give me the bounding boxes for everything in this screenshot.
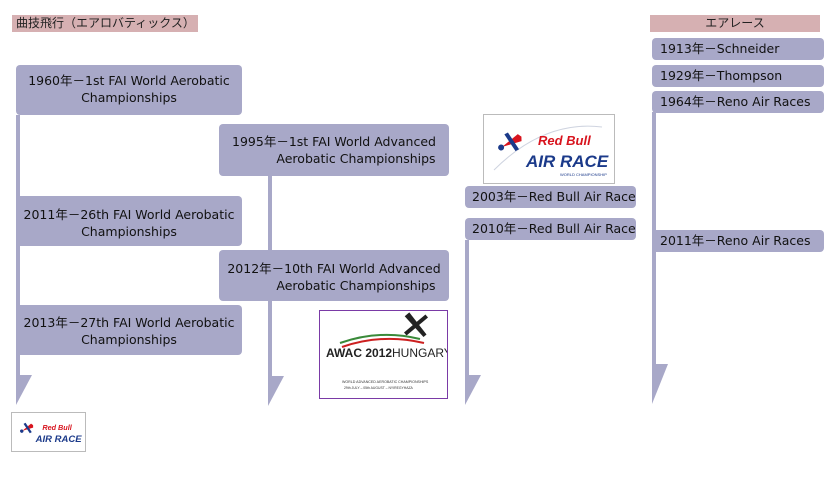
- airrace-event-1964: 1964年－Reno Air Races: [652, 91, 824, 113]
- timeline-arrow-redbull: [465, 375, 481, 405]
- airrace-event-1929: 1929年－Thompson Trophy: [652, 65, 824, 105]
- awac-2012-logo: AWAC 2012 HUNGARY WORLD ADVANCED AEROBAT…: [319, 310, 448, 399]
- awac-title-b: HUNGARY: [392, 346, 447, 360]
- timeline-stem-redbull: [465, 240, 469, 375]
- redbull-air-race-logo-small: Red Bull AIR RACE: [11, 412, 86, 452]
- event-line-2: Championships: [81, 90, 177, 105]
- aerobatics-event-1995: 1995年－1st FAI World Advanced Aerobatic C…: [219, 124, 449, 176]
- redbull-event-2003: 2003年－Red Bull Air Race: [465, 186, 636, 208]
- plane-icon: [403, 312, 429, 338]
- event-line-1: 1960年－1st FAI World Aerobatic: [28, 73, 230, 88]
- timeline-arrow-aerobatics: [16, 375, 32, 405]
- airrace-event-1913: 1913年－Schneider Trophy: [652, 38, 824, 78]
- aerobatics-event-2012: 2012年－10th FAI World Advanced Aerobatic …: [219, 250, 449, 301]
- airrace-event-2011: 2011年－Reno Air Races: [652, 230, 824, 252]
- logo-tag: WORLD CHAMPIONSHIP: [560, 172, 607, 177]
- event-line-1: 2012年－10th FAI World Advanced: [227, 261, 441, 276]
- logo-sub: AIR RACE: [35, 434, 83, 445]
- aerobatics-header: 曲技飛行（エアロバティックス）: [12, 15, 198, 32]
- aerobatics-event-2013: 2013年－27th FAI World Aerobatic Champions…: [16, 305, 242, 355]
- event-line-2: Aerobatic Championships: [276, 151, 436, 166]
- event-line-1: 1995年－1st FAI World Advanced: [232, 134, 436, 149]
- awac-title-a: AWAC 2012: [326, 346, 392, 360]
- timeline-arrow-airrace: [652, 364, 668, 404]
- logo-text: Red Bull: [538, 133, 591, 148]
- event-line-2: Aerobatic Championships: [276, 278, 436, 293]
- redbull-air-race-logo-large: Red Bull AIR RACE WORLD CHAMPIONSHIP: [483, 114, 615, 184]
- redbull-event-2010: 2010年－Red Bull Air Race: [465, 218, 636, 240]
- plane-icon: [498, 132, 522, 152]
- air-race-header: エアレース: [650, 15, 820, 32]
- event-line-2: Championships: [81, 332, 177, 347]
- timeline-arrow-advanced: [268, 376, 284, 406]
- awac-line-1: WORLD ADVANCED AEROBATIC CHAMPIONSHIPS: [342, 380, 429, 384]
- logo-text: Red Bull: [42, 423, 72, 432]
- plane-icon: [20, 422, 34, 434]
- aerobatics-event-2011: 2011年－26th FAI World Aerobatic Champions…: [16, 196, 242, 246]
- event-line-1: 2013年－27th FAI World Aerobatic: [23, 315, 235, 330]
- event-line-2: Championships: [81, 224, 177, 239]
- awac-line-2: 29th JULY – 05th AUGUST – NYIREGYHAZA: [344, 386, 414, 390]
- event-line-1: 2011年－26th FAI World Aerobatic: [23, 207, 235, 222]
- aerobatics-event-1960: 1960年－1st FAI World Aerobatic Championsh…: [16, 65, 242, 115]
- logo-sub: AIR RACE: [525, 152, 609, 171]
